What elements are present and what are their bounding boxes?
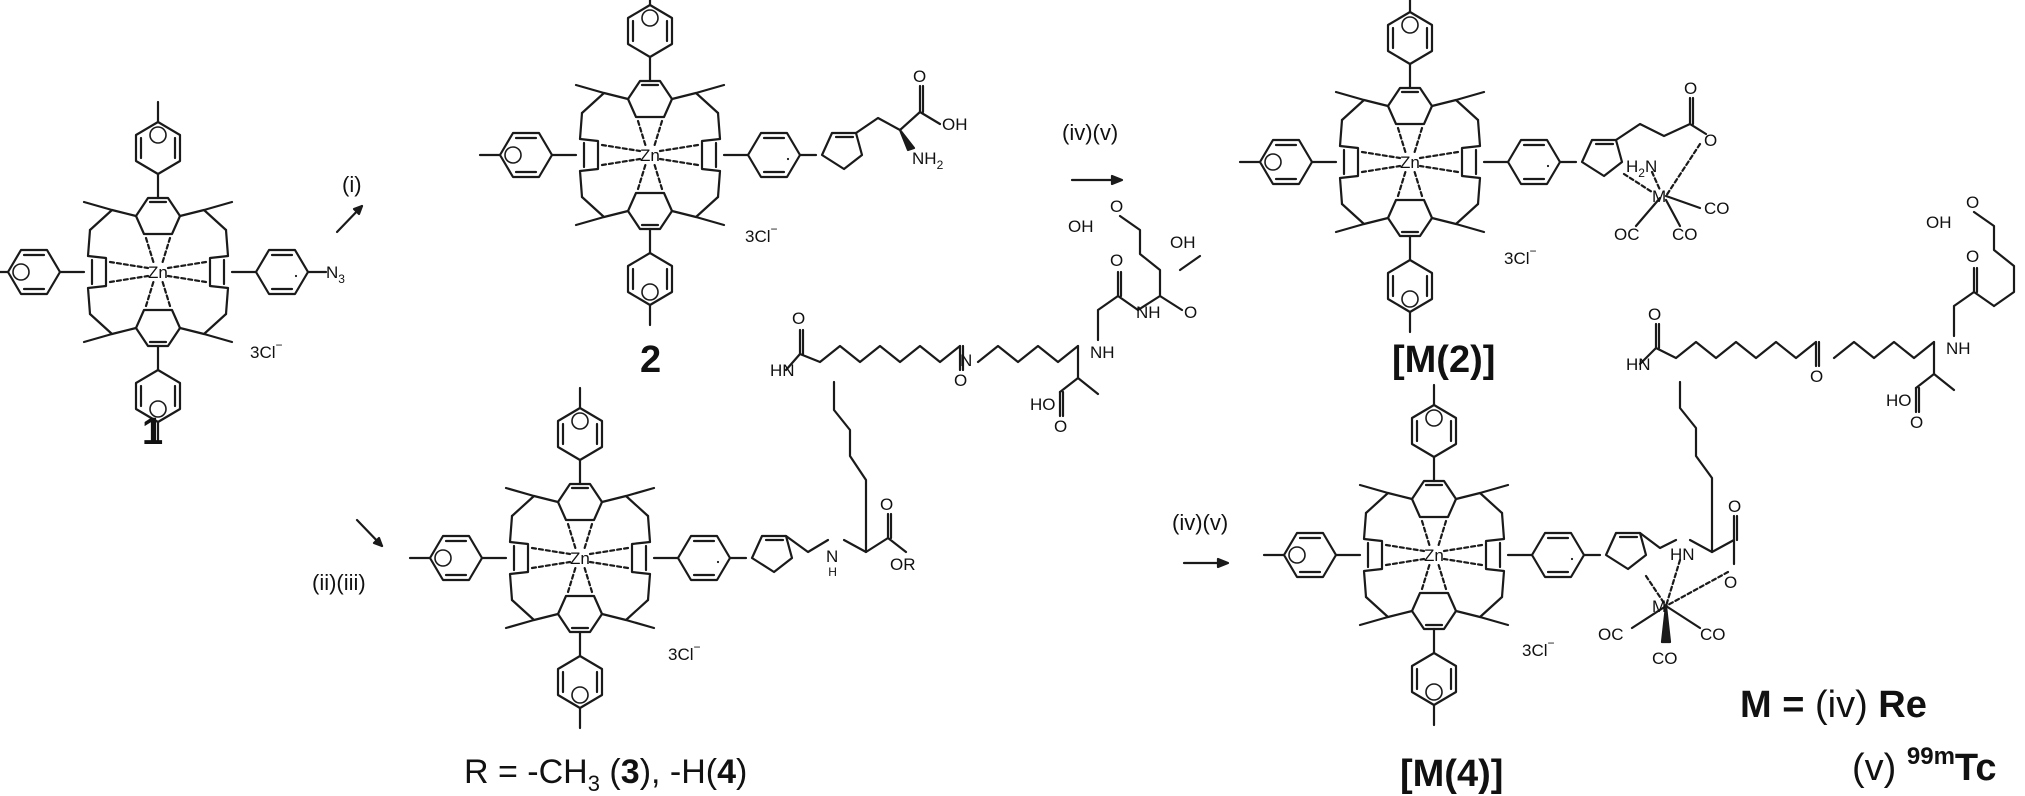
amine-2: NH2 [912, 149, 944, 172]
co-ligand-m2-c: CO [1672, 225, 1698, 244]
azide-label: N3 [326, 263, 345, 286]
carboxyl-o-m4a: O [1910, 413, 1923, 432]
glu-oh-3: OH [1068, 217, 1094, 236]
amide-o-m4a: O [1648, 305, 1661, 324]
carboxylate-o-m4: O [1724, 573, 1737, 592]
amide-o-m4b: O [1810, 367, 1823, 386]
condition-iv-v-top: (iv)(v) [1062, 120, 1118, 145]
arrow-i-head [352, 204, 364, 216]
arrow-ii-iii-head [372, 536, 384, 548]
carbonyl-o-3: O [880, 495, 893, 514]
urea-nh-3b: NH [1136, 303, 1161, 322]
ester-or-3: OR [890, 555, 916, 574]
glu-o-m4: O [1966, 193, 1979, 212]
complex-label-m4: [M(4)] [1400, 753, 1503, 795]
amine-m2: H2N [1626, 157, 1657, 180]
zinc-atom-2: Zn [640, 146, 660, 165]
glu-oh-3b: OH [1170, 233, 1196, 252]
complex-label-m2: [M(2)] [1392, 339, 1495, 381]
amide-hn-3: HN [770, 361, 795, 380]
co-ligand-m4-b: CO [1700, 625, 1726, 644]
amide-hn-m4: HN [1626, 355, 1651, 374]
metal-m4: M [1652, 597, 1666, 616]
zinc-atom-m4: Zn [1424, 546, 1444, 565]
compound-label-1: 1 [142, 411, 163, 453]
counterion-m2: 3Cl− [1504, 244, 1537, 268]
glu-oh-m4: OH [1926, 213, 1952, 232]
zinc-atom-1: Zn [148, 263, 168, 282]
amine-m4: HN [1670, 545, 1695, 564]
zinc-atom-m2: Zn [1400, 153, 1420, 172]
urea-o-m4: O [1966, 247, 1979, 266]
compound-2-structure [478, 0, 942, 327]
compound-3-4-structure [408, 214, 1202, 730]
urea-o-3: O [1110, 251, 1123, 270]
co-ligand-m2-a: CO [1704, 199, 1730, 218]
counterion-2: 3Cl− [745, 222, 778, 246]
metal-m2: M [1652, 187, 1666, 206]
counterion-1: 3Cl− [250, 338, 283, 362]
amide-o-3b: O [954, 371, 967, 390]
glu-o-3: O [1110, 197, 1123, 216]
carbonyl-o-2: O [913, 67, 926, 86]
hydroxyl-2: OH [942, 115, 968, 134]
urea-nh-m4a: NH [1946, 339, 1971, 358]
co-ligand-m4-c: CO [1652, 649, 1678, 668]
compound-label-2: 2 [640, 339, 661, 381]
amide-o-3a: O [792, 309, 805, 328]
co-ligand-m2-b: OC [1614, 225, 1640, 244]
condition-ii-iii: (ii)(iii) [312, 570, 366, 595]
complex-m2-structure [1238, 0, 1708, 334]
glu-o-3b: O [1184, 303, 1197, 322]
arrow-top-head [1110, 174, 1124, 186]
urea-nh-3a: NH [1090, 343, 1115, 362]
metal-legend-tc: (v) 99mTc [1852, 743, 1996, 789]
carboxylate-o-m2: O [1704, 131, 1717, 150]
counterion-m4: 3Cl− [1522, 636, 1555, 660]
zinc-atom-3: Zn [570, 549, 590, 568]
condition-iv-v-bottom: (iv)(v) [1172, 510, 1228, 535]
counterion-3: 3Cl− [668, 640, 701, 664]
carbonyl-o-m2: O [1684, 79, 1697, 98]
metal-legend-re: M = (iv) Re [1740, 684, 1927, 726]
carbonyl-o-m4: O [1728, 497, 1741, 516]
arrow-bottom-head [1216, 557, 1230, 569]
carboxyl-ho-3: HO [1030, 395, 1056, 414]
compound-1-structure [0, 100, 328, 444]
carboxyl-o-3a: O [1054, 417, 1067, 436]
co-ligand-m4-a: OC [1598, 625, 1624, 644]
carboxyl-ho-m4: HO [1886, 391, 1912, 410]
r-group-definition: R = -CH3 (3), -H(4) [464, 753, 747, 796]
complex-m4-structure [1262, 210, 2016, 727]
condition-i: (i) [342, 172, 362, 197]
amide-nh-3: N [960, 351, 972, 370]
